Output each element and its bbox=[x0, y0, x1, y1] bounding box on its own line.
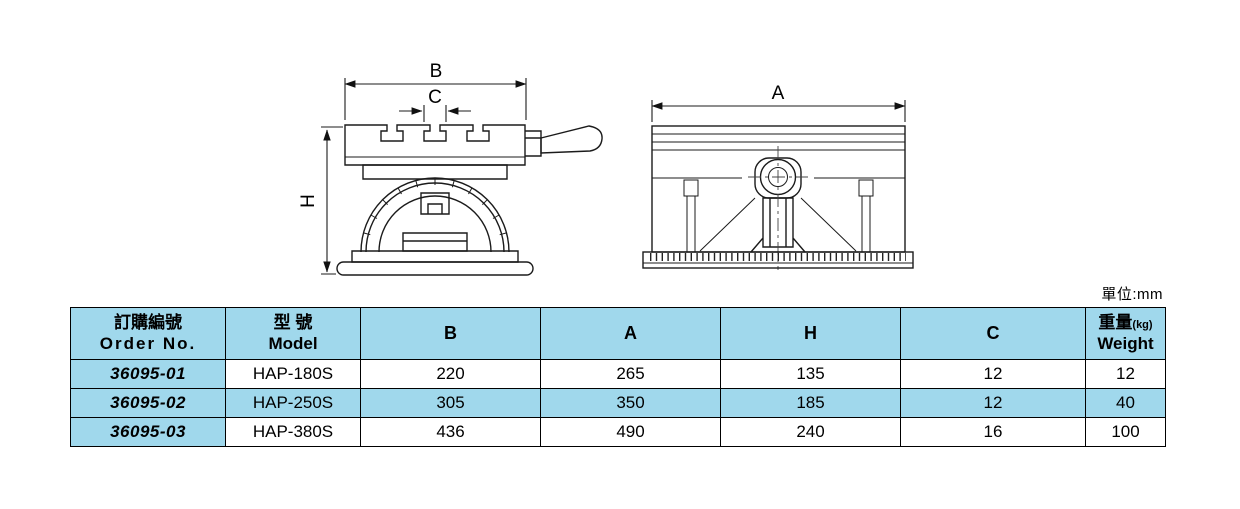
center-clamp bbox=[420, 192, 450, 215]
header-order-no: 訂購編號 Order No. bbox=[70, 307, 226, 360]
dim-label-b: B bbox=[430, 61, 443, 82]
header-order-no-zh: 訂購編號 bbox=[114, 313, 182, 332]
table-row: 36095-03 HAP-380S 436 490 240 16 100 bbox=[70, 416, 1166, 447]
cell-c: 12 bbox=[900, 358, 1086, 389]
base-band bbox=[351, 250, 519, 263]
header-weight: 重量(kg) Weight bbox=[1085, 307, 1166, 360]
cell-model: HAP-250S bbox=[225, 387, 361, 418]
header-h: H bbox=[720, 307, 901, 360]
header-weight-zh-text: 重量 bbox=[1098, 313, 1133, 332]
header-c: C bbox=[900, 307, 1086, 360]
header-order-no-en: Order No. bbox=[99, 334, 197, 354]
cell-weight: 12 bbox=[1085, 358, 1166, 389]
header-weight-en: Weight bbox=[1097, 334, 1154, 354]
swivel-band bbox=[362, 164, 508, 180]
cell-model: HAP-180S bbox=[225, 358, 361, 389]
header-row: 訂購編號 Order No. 型 號 Model B A H C 重量(kg) … bbox=[70, 307, 1166, 360]
support-ribs bbox=[699, 197, 857, 252]
header-b: B bbox=[360, 307, 541, 360]
dim-label-h: H bbox=[298, 194, 319, 208]
right-slot-detail bbox=[858, 179, 874, 252]
base-plate bbox=[336, 261, 534, 276]
header-model-zh: 型 號 bbox=[273, 313, 313, 332]
cell-a: 350 bbox=[540, 387, 721, 418]
cell-a: 490 bbox=[540, 416, 721, 447]
cell-model: HAP-380S bbox=[225, 416, 361, 447]
dim-label-c: C bbox=[428, 87, 442, 108]
technical-drawings: B C H bbox=[298, 61, 914, 276]
header-a: A bbox=[540, 307, 721, 360]
cell-a: 265 bbox=[540, 358, 721, 389]
cell-h: 135 bbox=[720, 358, 901, 389]
bottom-block bbox=[402, 232, 468, 252]
front-view: B C H bbox=[298, 61, 603, 276]
left-slot-detail bbox=[683, 179, 699, 252]
spindle-inner-circle bbox=[768, 167, 788, 187]
cell-order-no: 36095-03 bbox=[70, 416, 226, 447]
cell-b: 436 bbox=[360, 416, 541, 447]
jaw-plate-lines bbox=[652, 133, 905, 151]
handle-hub bbox=[525, 130, 542, 157]
handle-grip bbox=[540, 125, 603, 154]
cell-b: 305 bbox=[360, 387, 541, 418]
screw-column bbox=[750, 197, 806, 253]
protractor-graduations bbox=[363, 178, 507, 236]
dim-c-extension-lines bbox=[423, 105, 447, 122]
center-lines bbox=[748, 146, 808, 270]
body-outline bbox=[651, 125, 906, 253]
cell-weight: 40 bbox=[1085, 387, 1166, 418]
header-model: 型 號 Model bbox=[225, 307, 361, 360]
table-row: 36095-01 HAP-180S 220 265 135 12 12 bbox=[70, 358, 1166, 389]
cell-h: 185 bbox=[720, 387, 901, 418]
cell-c: 12 bbox=[900, 387, 1086, 418]
unit-label: 單位:mm bbox=[1101, 286, 1163, 303]
spec-table: 訂購編號 Order No. 型 號 Model B A H C 重量(kg) … bbox=[70, 307, 1166, 447]
header-weight-zh: 重量(kg) bbox=[1086, 312, 1165, 333]
cell-b: 220 bbox=[360, 358, 541, 389]
cell-weight: 100 bbox=[1085, 416, 1166, 447]
header-model-en: Model bbox=[268, 334, 318, 354]
side-view: A bbox=[642, 83, 914, 270]
cell-order-no: 36095-01 bbox=[70, 358, 226, 389]
dim-label-a: A bbox=[772, 83, 785, 104]
header-weight-unit: (kg) bbox=[1132, 319, 1153, 331]
base-outline bbox=[642, 251, 914, 269]
cell-c: 16 bbox=[900, 416, 1086, 447]
table-row: 36095-02 HAP-250S 305 350 185 12 40 bbox=[70, 387, 1166, 418]
dim-h-extension-lines bbox=[321, 126, 343, 275]
cell-h: 240 bbox=[720, 416, 901, 447]
cell-order-no: 36095-02 bbox=[70, 387, 226, 418]
vise-table-outline bbox=[344, 124, 526, 166]
